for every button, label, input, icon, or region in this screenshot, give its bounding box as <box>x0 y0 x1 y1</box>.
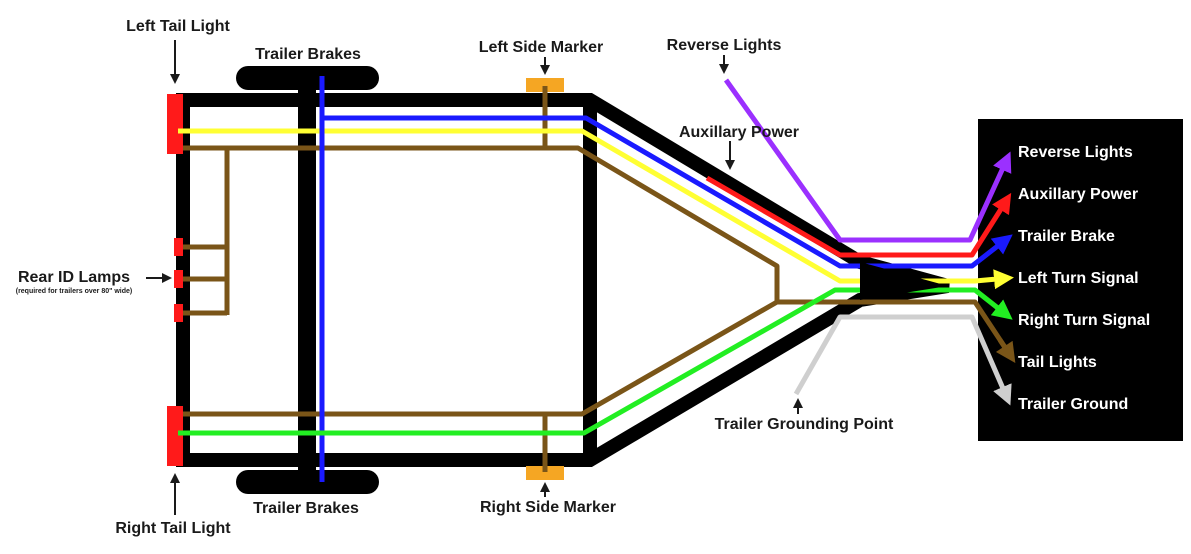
left-tail-light-label: Left Tail Light <box>126 18 230 35</box>
gray-wire <box>793 314 1012 406</box>
right-side-marker-label: Right Side Marker <box>480 499 616 516</box>
auxillary-power-label: Auxillary Power <box>679 124 799 141</box>
purple-wire <box>723 78 1012 243</box>
legend-left-turn-signal: Left Turn Signal <box>1018 270 1139 287</box>
rear-id-lamps-label: Rear ID Lamps <box>18 269 130 286</box>
right-tail-light <box>167 406 183 466</box>
tire-top <box>236 66 379 90</box>
red-wire <box>705 175 1012 258</box>
legend-right-turn-signal: Right Turn Signal <box>1018 312 1150 329</box>
left-tail-light <box>167 94 183 154</box>
legend-reverse-lights: Reverse Lights <box>1018 144 1133 161</box>
reverse-lights-label: Reverse Lights <box>667 37 782 54</box>
axle <box>298 70 316 490</box>
trailer-brakes-bottom-label: Trailer Brakes <box>253 500 359 517</box>
legend-auxillary-power: Auxillary Power <box>1018 186 1138 203</box>
connector-plug <box>860 262 948 300</box>
yellow-wire <box>178 128 1014 290</box>
left-side-marker-label: Left Side Marker <box>479 39 603 56</box>
tire-bottom <box>236 470 379 494</box>
brown-wire-lower <box>183 299 779 417</box>
legend-tail-lights: Tail Lights <box>1018 354 1097 371</box>
green-wire <box>178 287 1013 436</box>
trailer-grounding-point-label: Trailer Grounding Point <box>715 416 894 433</box>
rear-id-lamps-note: (required for trailers over 80" wide) <box>16 288 133 295</box>
legend-trailer-ground: Trailer Ground <box>1018 396 1128 413</box>
rear-id-lamp <box>174 304 183 322</box>
legend-trailer-brake: Trailer Brake <box>1018 228 1115 245</box>
brown-wire <box>183 145 1015 360</box>
brown-arrow-end <box>995 338 1016 363</box>
brown-id-lamps <box>183 148 230 316</box>
rear-id-lamp <box>174 238 183 256</box>
rear-id-lamp <box>174 270 183 288</box>
blue-wire <box>319 76 1008 482</box>
trailer-brakes-top-label: Trailer Brakes <box>255 46 361 63</box>
right-side-marker <box>526 466 564 480</box>
right-tail-light-label: Right Tail Light <box>115 520 231 537</box>
trailer-frame <box>176 93 950 467</box>
left-side-marker <box>526 78 564 92</box>
